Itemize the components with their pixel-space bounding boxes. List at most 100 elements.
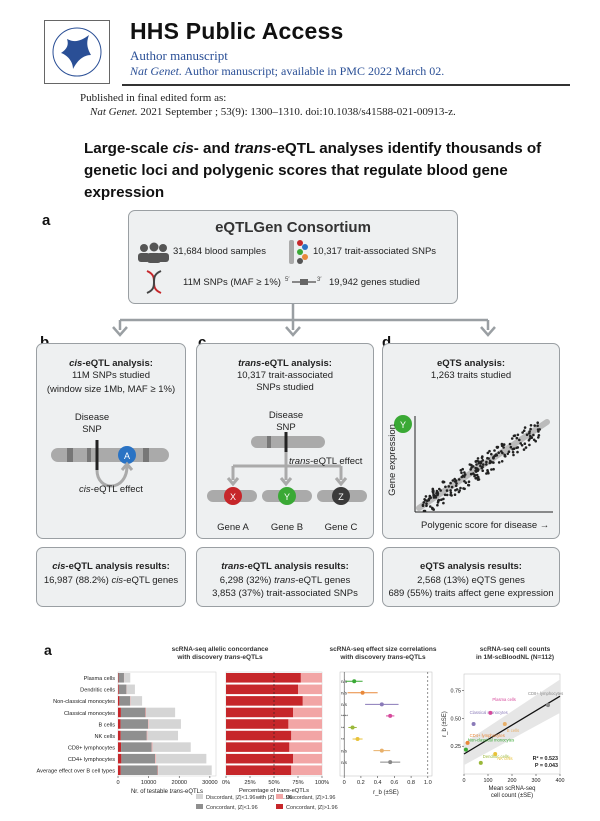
hhs-eagle-icon [52, 27, 102, 77]
pct-bar-segment [226, 707, 294, 718]
cc-point [463, 747, 468, 752]
eqts-gene-letter: Y [400, 420, 406, 430]
bar-segment [151, 742, 153, 752]
eqts-point [432, 496, 436, 499]
eqts-point [463, 480, 466, 483]
eqts-point [445, 489, 449, 492]
figure2-label-a: a [44, 642, 52, 658]
trans-eqtl-box: trans-eQTL analysis: 10,317 trait-associ… [196, 343, 374, 539]
eqts-point [523, 426, 527, 429]
bar-xtick-label: 20000 [171, 780, 187, 786]
rb-sig-label: ** [341, 725, 345, 730]
bar-segment [155, 753, 156, 764]
eqts-point [443, 493, 447, 497]
eqts-point [474, 466, 477, 470]
eqts-point [463, 473, 467, 476]
cc-ylabel: r_b (±SE) [442, 711, 448, 737]
bar-segment [130, 696, 143, 706]
eqts-point [423, 498, 426, 501]
gene-strand-icon [292, 279, 316, 285]
bar-segment [120, 707, 146, 718]
pct-bar-segment [291, 730, 322, 741]
pct-xlabel-2: with |Z| > 1.96 [255, 795, 292, 801]
bar-segment [118, 765, 121, 775]
eqts-point [467, 480, 471, 483]
eqts-results-title: eQTS analysis results: [420, 561, 522, 572]
eqts-point [502, 443, 506, 446]
eqts-point [461, 474, 465, 477]
eqts-point [463, 471, 466, 474]
eqts-point [536, 424, 539, 427]
eqts-point [486, 451, 490, 455]
eqts-point [451, 479, 455, 482]
pct-xtick-label: 100% [315, 780, 329, 786]
fig2-panel1-title: scRNA-seq allelic concordance with disco… [171, 646, 269, 661]
eqts-point [428, 494, 432, 498]
eqts-point [477, 462, 481, 465]
eqts-line1: 1,263 traits studied [430, 370, 512, 381]
eqts-point [457, 478, 461, 481]
bar-segment [118, 753, 122, 764]
eqts-point [461, 467, 464, 471]
bar-category-label: CD4+ lymphocytes [68, 757, 115, 763]
pct-xtick-label: 25% [244, 780, 255, 786]
pct-bar-segment [300, 673, 322, 683]
connector-arrows [112, 304, 496, 337]
cis-line2: (window size 1Mb, MAF ≥ 1%) [46, 384, 176, 395]
pct-xlabel-italic: trans [277, 788, 290, 794]
rb-xtick-label: 0.4 [374, 780, 382, 786]
legend-swatch-concordant-low [196, 804, 203, 809]
article-title: Large-scale cis- and trans-eQTL analyses… [84, 140, 542, 201]
eqts-point [537, 434, 541, 437]
rb-point [355, 737, 360, 742]
availability-line: Nat Genet. Author manuscript; available … [130, 64, 445, 78]
pct-xtick-label: 50% [268, 780, 279, 786]
figure1-label-a: a [42, 212, 51, 229]
legend-swatch-discordant-high [276, 794, 283, 799]
bar-segment [157, 765, 159, 775]
eqts-point [497, 451, 500, 454]
cc-point [465, 740, 470, 745]
eqts-point [529, 424, 533, 427]
eqts-point [468, 463, 472, 466]
gene-c-label: Gene C [324, 522, 358, 533]
bar-category-label: CD8+ lymphocytes [68, 745, 115, 751]
bar-segment [120, 730, 147, 741]
trans-results-line2: 3,853 (37%) trait-associated SNPs [212, 588, 358, 599]
eqts-point [523, 442, 527, 445]
consortium-box: eQTLGen Consortium 31,684 blood samples … [128, 210, 458, 304]
bar-segment [145, 707, 147, 718]
eqts-point [495, 445, 499, 449]
eqts-point [450, 485, 454, 489]
eqts-point [460, 471, 463, 475]
eqts-point [528, 430, 531, 433]
bar-xtick-label: 10000 [141, 780, 157, 786]
rb-point [352, 679, 357, 684]
eqts-point [516, 450, 519, 454]
eqts-point [449, 481, 452, 485]
eqts-point [472, 472, 475, 475]
rb-sig-label: n/s [341, 679, 348, 684]
eqts-point [454, 488, 457, 492]
eqts-point [516, 433, 520, 437]
eqts-point [435, 491, 438, 495]
eqts-point [447, 485, 451, 488]
cis-title: cis-eQTL analysis: [69, 358, 153, 369]
eqts-point [477, 475, 480, 479]
fig2-panel2-title: scRNA-seq effect size correlations with … [329, 646, 437, 661]
eqts-gene-circle: Y [394, 415, 412, 433]
eqts-point [513, 434, 517, 437]
eqts-point [467, 483, 470, 487]
bar-xlabel-pre: Nr. of testable [131, 789, 170, 795]
bar-category-label: NK cells [94, 734, 115, 740]
pct-bar-segment [293, 707, 322, 718]
pct-xtick-label: 0% [222, 780, 230, 786]
cc-xtick-label: 300 [532, 778, 541, 784]
bar-category-label: Classical monocytes [64, 711, 115, 717]
bar-segment [148, 719, 181, 729]
rb-point [379, 702, 384, 707]
eqts-point [444, 485, 447, 489]
cc-point [478, 760, 483, 765]
eqts-point [429, 505, 432, 508]
